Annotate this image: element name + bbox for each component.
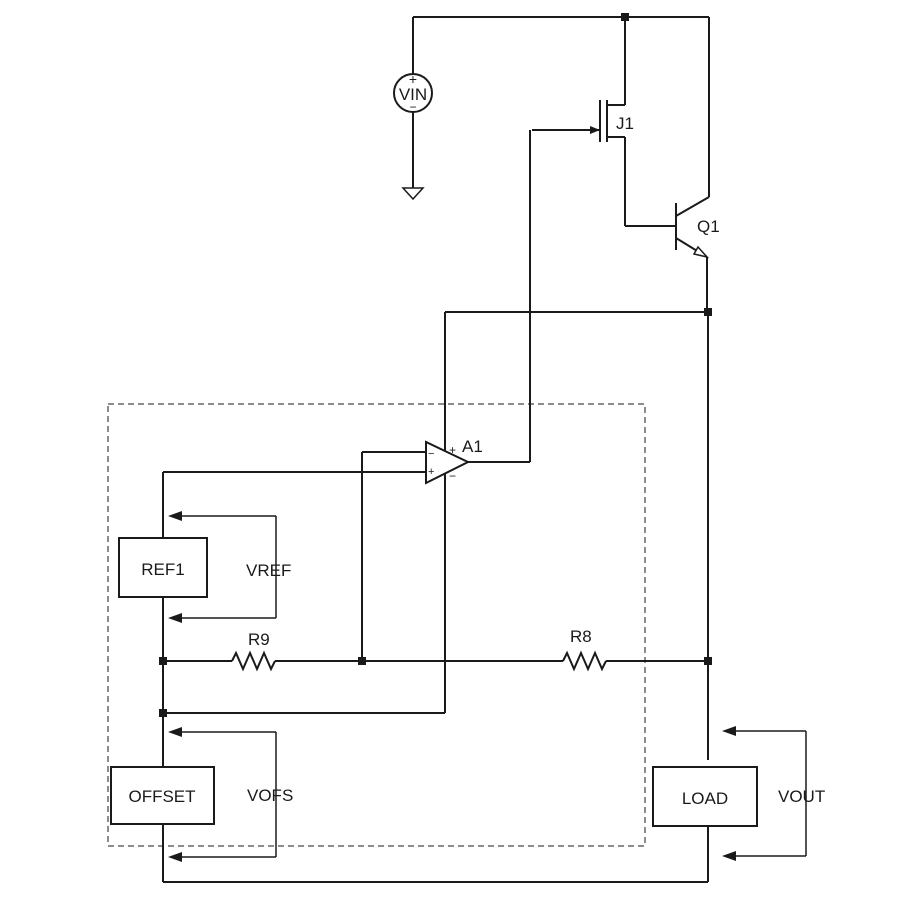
a1-minus-bottom: − — [449, 469, 456, 483]
a1-plus-bottom: + — [428, 466, 434, 478]
r8-resistor: R8 — [362, 627, 708, 672]
a1-label: A1 — [462, 437, 483, 456]
vout-label: VOUT — [778, 787, 825, 806]
j1-transistor: J1 — [532, 100, 634, 155]
q1-label: Q1 — [697, 217, 720, 236]
vin-plus-sign: + — [409, 71, 417, 87]
vin-minus-sign: − — [409, 100, 416, 114]
q1-transistor: Q1 — [675, 196, 720, 259]
r9-label: R9 — [248, 630, 270, 649]
vin-source: + VIN − — [393, 71, 433, 114]
offset-label: OFFSET — [128, 787, 195, 806]
top-rail — [412, 13, 710, 197]
vin-label: VIN — [399, 85, 427, 104]
load-block: LOAD — [652, 766, 758, 827]
j1-label: J1 — [616, 114, 634, 133]
vofs-label: VOFS — [247, 786, 293, 805]
ground-icon — [401, 187, 425, 201]
vref-label: VREF — [246, 561, 291, 580]
vout-indicator: VOUT — [722, 726, 825, 861]
a1-opamp: − + + − A1 — [425, 437, 483, 485]
vofs-indicator: VOFS — [168, 727, 293, 862]
load-label: LOAD — [682, 789, 728, 808]
a1-minus-top: − — [428, 448, 434, 460]
ref1-label: REF1 — [141, 560, 184, 579]
offset-block: OFFSET — [110, 766, 215, 825]
ref1-block: REF1 — [118, 537, 208, 598]
r9-resistor: R9 — [163, 630, 362, 672]
vref-indicator: VREF — [168, 511, 291, 623]
r8-label: R8 — [570, 627, 592, 646]
a1-plus-top: + — [449, 443, 456, 457]
